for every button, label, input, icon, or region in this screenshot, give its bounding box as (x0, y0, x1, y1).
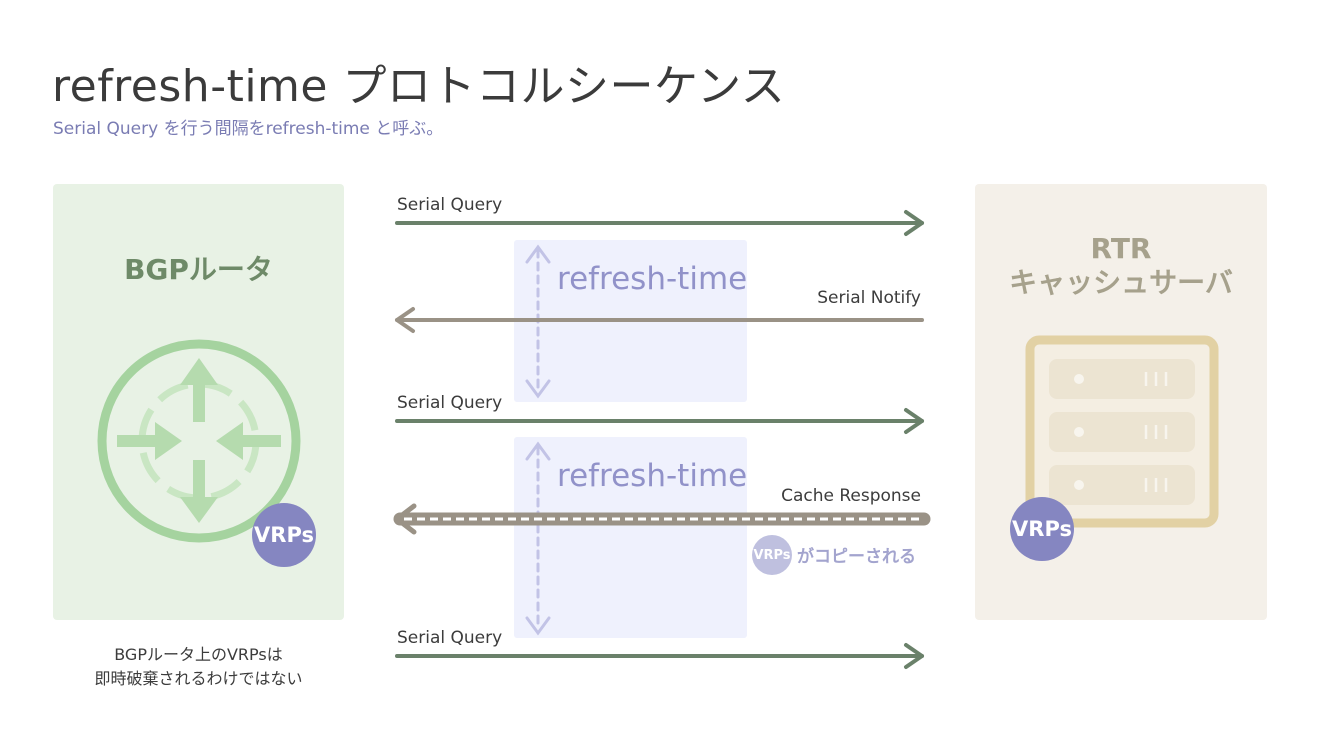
rtr-cache-title-line-1: RTR (1090, 232, 1152, 265)
serial-query-arrow-1 (395, 210, 924, 236)
router-icon (97, 339, 301, 543)
page-title: refresh-time プロトコルシーケンス (52, 61, 786, 112)
cache-response-arrow (393, 503, 931, 535)
serial-query-label-2: Serial Query (397, 393, 503, 413)
refresh-time-arrow-2 (525, 441, 551, 636)
copied-vrps-badge: VRPs (752, 535, 792, 575)
page-subtitle: Serial Query を行う間隔をrefresh-time と呼ぶ。 (53, 119, 444, 139)
bgp-router-title: BGPルータ (124, 253, 273, 286)
cache-vrps-badge: VRPs (1010, 497, 1074, 561)
serial-query-label-1: Serial Query (397, 195, 503, 215)
serial-notify-label: Serial Notify (817, 288, 921, 308)
router-note: BGPルータ上のVRPsは 即時破棄されるわけではない (53, 643, 344, 691)
serial-query-label-3: Serial Query (397, 628, 503, 648)
refresh-time-label-2: refresh-time (557, 458, 748, 494)
rtr-cache-title-line-2: キャッシュサーバ (1009, 266, 1233, 299)
serial-notify-arrow (395, 307, 924, 333)
server-icon (1025, 335, 1219, 528)
refresh-time-region-2 (514, 437, 747, 638)
rtr-cache-title: RTR キャッシュサーバ (975, 232, 1267, 300)
router-note-line-2: 即時破棄されるわけではない (94, 669, 303, 688)
router-note-line-1: BGPルータ上のVRPsは (114, 645, 283, 664)
serial-query-arrow-2 (395, 408, 924, 434)
cache-response-label: Cache Response (781, 486, 921, 506)
refresh-time-label-1: refresh-time (557, 261, 748, 297)
serial-query-arrow-3 (395, 643, 924, 669)
router-vrps-badge: VRPs (252, 503, 316, 567)
copy-note-text: がコピーされる (797, 547, 916, 567)
